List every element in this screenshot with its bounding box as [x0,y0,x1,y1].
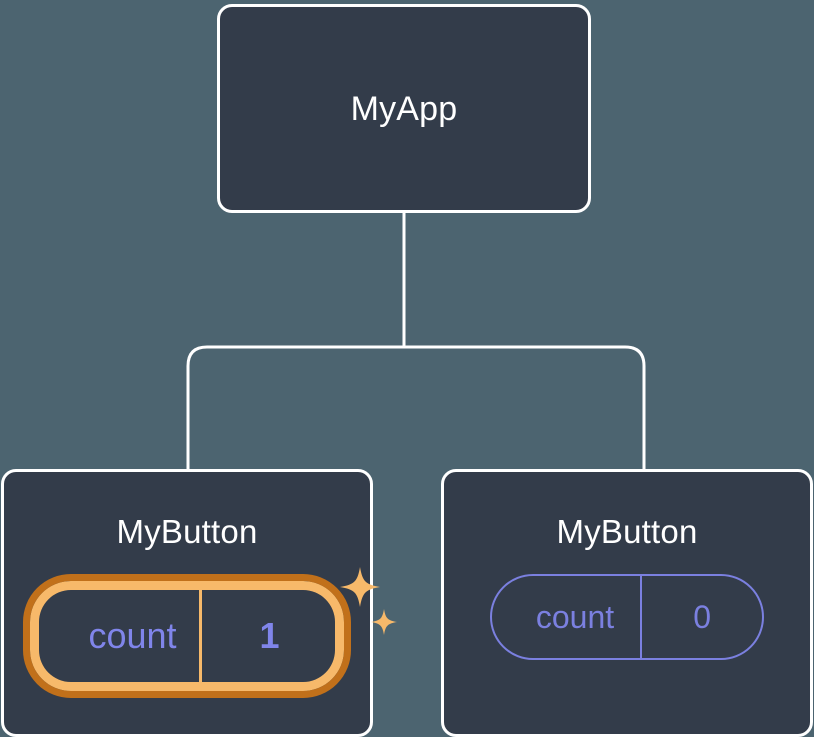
edge-bus-to-children [186,345,646,470]
node-mybutton-left-label: MyButton [116,513,258,550]
state-value-right: 0 [693,598,712,635]
node-mybutton-right-label: MyButton [556,513,698,550]
state-divider-right [640,576,643,658]
node-myapp[interactable]: MyApp [217,4,591,213]
state-area-left: count 1 [4,567,397,698]
sparkle-small-icon [370,609,397,635]
node-mybutton-left[interactable]: MyButton count 1 [1,469,397,737]
state-divider-left [198,590,202,682]
state-pill-count-highlighted[interactable]: count 1 [23,567,397,698]
state-key-left: count [88,615,177,656]
node-myapp-label: MyApp [350,89,458,128]
state-key-right: count [535,598,615,635]
sparkle-icon [339,567,380,607]
state-pill-count[interactable]: count 0 [489,574,765,660]
state-area-right: count 0 [444,574,810,660]
state-value-left: 1 [259,615,280,656]
node-mybutton-right[interactable]: MyButton count 0 [441,469,813,737]
